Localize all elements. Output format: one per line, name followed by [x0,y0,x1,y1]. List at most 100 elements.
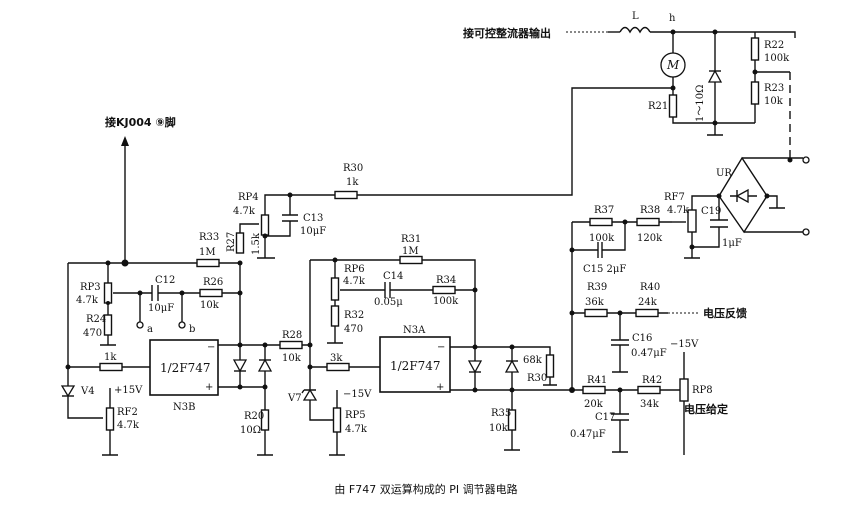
bridge-diode-icon [735,188,749,204]
C17-label: C17 [595,412,615,423]
1k-label: 1k [104,352,117,363]
R21-label: R21 [648,101,668,112]
N3A-noninverting-label: + [436,382,444,393]
N3B-label: N3B [173,402,195,413]
clamp-diode-icon [504,359,520,373]
opamp-N3B-stage: 接KJ004 ⑨脚 R33 1M RP3 4.7k R24 470 C12 10… [60,115,310,456]
RF2-label: RF2 [117,407,138,418]
motor-label: M [666,58,680,72]
RF7-value: 4.7k [667,205,690,216]
R32-value: 470 [344,324,363,335]
R39-value: 36k [585,297,605,308]
potentiometer-RP8[interactable] [679,378,689,402]
N3A-inverting-label: − [437,342,445,353]
diode-V4-icon [60,385,76,398]
pos15v-label: +15V [114,385,143,396]
R22-label: R22 [764,40,784,51]
R32-label: R32 [344,310,364,321]
R35-label: R35 [491,408,511,419]
RP3-label: RP3 [80,282,101,293]
C14-value: 0.05μ [374,297,403,308]
voltage-feedback-label: 电压反馈 [703,306,747,320]
potentiometer-RF7 [687,209,697,233]
N3B-noninverting-label: + [205,382,213,393]
R23-label: R23 [764,83,784,94]
RP5-label: RP5 [345,410,366,421]
3k-label: 3k [330,353,343,364]
capacitor-C12 [151,285,159,301]
capacitor-C17 [611,413,629,421]
potentiometer-RP3[interactable] [103,282,113,304]
R37-label: R37 [594,205,614,216]
N3A-chip-label: 1/2F747 [390,359,441,373]
RP6-label: RP6 [344,264,365,275]
RP6-value: 4.7k [343,276,366,287]
neg15v-label: −15V [670,339,699,350]
R42-value: 34k [640,399,660,410]
C19-label: C19 [701,206,721,217]
motor-section: 接可控整流器输出 L h M R21 1～10Ω R22 100k R23 10… [463,11,796,160]
test-point-a-label: a [147,324,153,335]
R31-label: R31 [401,234,421,245]
inductor-L [619,26,651,34]
R41-value: 20k [584,399,604,410]
kj004-pin9-label: 接KJ004 ⑨脚 [105,115,176,129]
resistor-R34 [432,285,456,295]
arrow-up-icon [121,136,129,146]
C14-label: C14 [383,271,403,282]
R27-value: 1.5k [251,232,262,255]
R37-value: 100k [589,233,615,244]
capacitor-C13 [282,214,298,222]
terminal-top [802,156,810,164]
voltage-sense-filter: RF7 4.7k C19 1μF [664,192,742,259]
clamp-diode-icon [232,359,248,373]
voltage-setpoint-label: 电压给定 [684,402,728,416]
R27-label: R27 [226,232,237,252]
source-label: 接可控整流器输出 [463,26,551,40]
potentiometer-RF2[interactable] [105,407,115,431]
inductor-label: L [632,11,639,22]
resistor-R30-1k [334,190,358,200]
resistor-R31 [399,255,423,265]
resistor-3k [326,362,350,372]
R30-value: 1k [346,177,359,188]
resistor-R23 [750,81,760,105]
N3B-chip-label: 1/2F747 [160,361,211,375]
resistor-R27 [235,232,245,254]
R23-value: 10k [764,96,784,107]
capacitor-C16 [611,339,629,346]
potentiometer-RP6[interactable] [330,277,340,301]
C13-value: 10μF [300,226,326,237]
C16-label: C16 [632,333,652,344]
R40-value: 24k [638,297,658,308]
resistor-R32 [330,305,340,327]
potentiometer-RP4[interactable] [260,214,270,236]
C12-label: C12 [155,275,175,286]
R26-value: 10k [200,300,220,311]
test-point-b[interactable] [178,321,186,329]
resistor-R20 [260,409,270,431]
resistor-R21 [668,94,678,118]
R41-label: R41 [587,375,607,386]
zener-V7-icon [302,388,318,401]
C16-value: 0.47μF [631,348,667,359]
ground-icon [767,195,785,209]
R30-68k-label: R30 [527,373,547,384]
neg15v-label: −15V [343,389,372,400]
feedback-network: R37 100k R38 120k C15 2μF 电压反馈 R39 36k R… [569,205,747,455]
bridge-rectifier-UR: UR [716,156,810,236]
ground-icon [707,123,723,136]
resistor-R33 [196,258,220,268]
R26-label: R26 [203,277,223,288]
clamp-diode-icon [257,358,273,372]
terminal-bottom [802,228,810,236]
diode-icon [707,69,723,83]
R34-value: 100k [433,296,459,307]
R38-value: 120k [637,233,663,244]
R31-value: 1M [402,246,419,257]
resistor-R39 [584,308,608,318]
potentiometer-RP5[interactable] [332,407,342,433]
test-point-a[interactable] [136,321,144,329]
resistor-R26 [199,288,223,298]
R40-label: R40 [640,282,660,293]
